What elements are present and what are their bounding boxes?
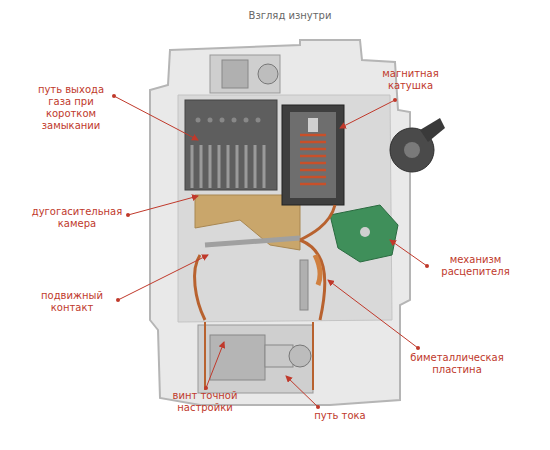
part-label: магнитная катушка	[368, 68, 453, 92]
part-label: механизм расцепителя	[428, 254, 523, 278]
title: Взгляд изнутри	[230, 10, 350, 22]
part-label: дугогасительная камера	[28, 206, 126, 230]
part-label: биметаллическая пластина	[402, 352, 512, 376]
part-label: путь тока	[300, 410, 380, 422]
part-label: винт точной настройки	[170, 390, 240, 414]
part-label: подвижный контакт	[28, 290, 116, 314]
part-label: путь выхода газа при коротком замыкании	[30, 84, 112, 132]
